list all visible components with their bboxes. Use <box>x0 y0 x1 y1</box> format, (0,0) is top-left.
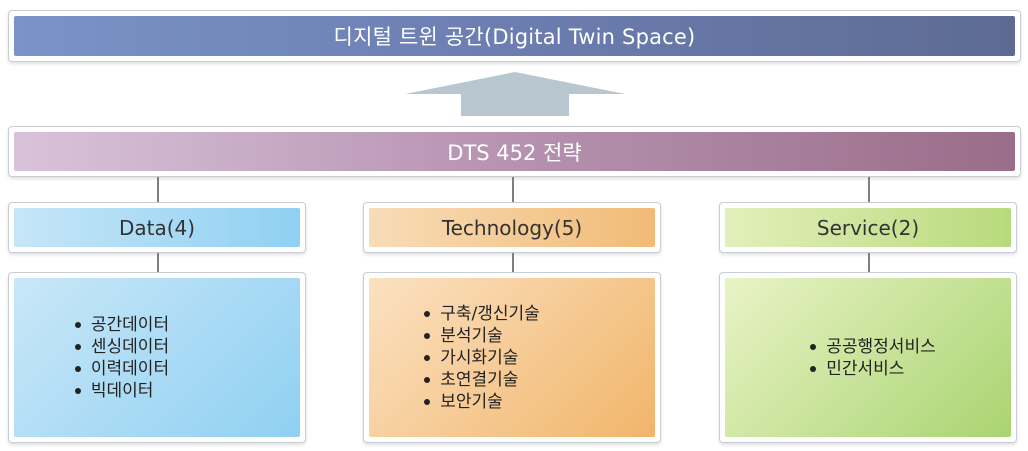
list-item-label: 구축/갱신기술 <box>440 303 540 324</box>
bullet-icon <box>74 343 81 350</box>
technology-items-box: 구축/갱신기술 분석기술 가시화기술 초연결기술 보안기술 <box>363 272 661 443</box>
data-items-list: 공간데이터 센싱데이터 이력데이터 빅데이터 <box>74 314 170 402</box>
connector-technology-items <box>512 253 514 272</box>
category-service-label: Service(2) <box>725 208 1011 247</box>
list-item: 분석기술 <box>424 325 540 347</box>
dts-strategy-box: DTS 452 전략 <box>8 126 1021 177</box>
bullet-icon <box>810 365 817 372</box>
bullet-icon <box>424 354 431 361</box>
category-technology-box: Technology(5) <box>363 202 661 253</box>
bullet-icon <box>74 321 81 328</box>
technology-items-list: 구축/갱신기술 분석기술 가시화기술 초연결기술 보안기술 <box>424 303 540 413</box>
service-items-list: 공공행정서비스 민간서비스 <box>810 336 936 380</box>
bullet-icon <box>810 343 817 350</box>
list-item-label: 초연결기술 <box>440 369 519 390</box>
list-item: 초연결기술 <box>424 369 540 391</box>
bullet-icon <box>424 332 431 339</box>
list-item-label: 공간데이터 <box>90 314 170 335</box>
dts-strategy-title: DTS 452 전략 <box>14 132 1015 171</box>
connector-strategy-data <box>157 177 159 202</box>
bullet-icon <box>424 398 431 405</box>
service-items-box: 공공행정서비스 민간서비스 <box>719 272 1017 443</box>
list-item: 공간데이터 <box>74 314 170 336</box>
list-item: 이력데이터 <box>74 358 170 380</box>
bullet-icon <box>424 310 431 317</box>
list-item-label: 빅데이터 <box>90 380 154 401</box>
list-item: 공공행정서비스 <box>810 336 936 358</box>
data-items-box: 공간데이터 센싱데이터 이력데이터 빅데이터 <box>8 272 306 443</box>
list-item: 보안기술 <box>424 391 540 413</box>
list-item-label: 분석기술 <box>440 325 503 346</box>
connector-strategy-service <box>868 177 870 202</box>
list-item-label: 가시화기술 <box>440 347 519 368</box>
technology-items-panel: 구축/갱신기술 분석기술 가시화기술 초연결기술 보안기술 <box>369 278 655 437</box>
category-technology-label: Technology(5) <box>369 208 655 247</box>
bullet-icon <box>74 387 81 394</box>
list-item-label: 센싱데이터 <box>90 336 170 357</box>
list-item-label: 이력데이터 <box>90 358 170 379</box>
up-arrow-icon <box>405 72 625 116</box>
data-items-panel: 공간데이터 센싱데이터 이력데이터 빅데이터 <box>14 278 300 437</box>
list-item: 센싱데이터 <box>74 336 170 358</box>
category-data-box: Data(4) <box>8 202 306 253</box>
list-item: 빅데이터 <box>74 380 169 402</box>
list-item: 구축/갱신기술 <box>424 303 540 325</box>
list-item-label: 보안기술 <box>440 391 503 412</box>
category-data-label: Data(4) <box>14 208 300 247</box>
list-item: 민간서비스 <box>810 358 935 380</box>
connector-data-items <box>157 253 159 272</box>
category-service-box: Service(2) <box>719 202 1017 253</box>
digital-twin-space-box: 디지털 트윈 공간(Digital Twin Space) <box>8 10 1021 62</box>
bullet-icon <box>424 376 431 383</box>
connector-service-items <box>868 253 870 272</box>
bullet-icon <box>74 365 81 372</box>
list-item-label: 민간서비스 <box>826 358 905 379</box>
list-item: 가시화기술 <box>424 347 540 369</box>
service-items-panel: 공공행정서비스 민간서비스 <box>725 278 1011 437</box>
list-item-label: 공공행정서비스 <box>826 336 936 357</box>
digital-twin-space-title: 디지털 트윈 공간(Digital Twin Space) <box>14 16 1015 56</box>
connector-strategy-technology <box>512 177 514 202</box>
